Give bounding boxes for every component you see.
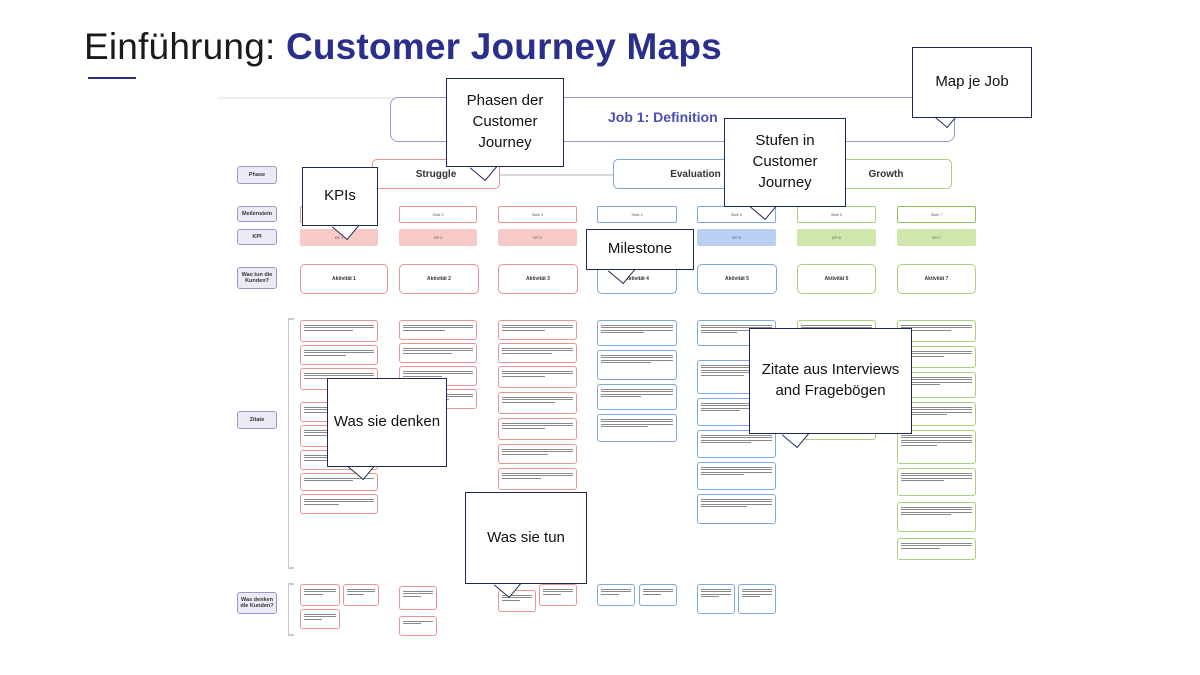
quote-card <box>897 430 976 464</box>
thought-card <box>597 584 635 606</box>
thought-card <box>399 616 437 636</box>
thoughts-bracket-cap <box>288 634 294 636</box>
quote-card <box>498 392 577 414</box>
quote-card <box>897 402 976 426</box>
activity-6: Aktivität 6 <box>797 264 876 294</box>
activity-3: Aktivität 3 <box>498 264 578 294</box>
rowlabel-phase: Phase <box>237 166 277 184</box>
quote-card <box>597 384 677 410</box>
activity-5: Aktivität 5 <box>697 264 777 294</box>
thought-card <box>697 584 735 614</box>
callout-thinking: Was sie denken <box>327 378 447 467</box>
kpi-3: KPI 3 <box>498 229 577 246</box>
quote-card <box>697 462 776 490</box>
stage-7: Stufe 7 <box>897 206 976 223</box>
callout-quotes: Zitate aus Interviews and Fragebögen <box>749 328 912 434</box>
quote-card <box>498 468 577 490</box>
quote-card <box>897 538 976 560</box>
rowlabel-quotes: Zitate <box>237 411 277 429</box>
quote-card <box>300 494 378 514</box>
quote-card <box>498 366 577 388</box>
callout-doing: Was sie tun <box>465 492 587 584</box>
callout-phases: Phasen der Customer Journey <box>446 78 564 167</box>
quotes-bracket-cap <box>288 318 294 320</box>
job-title: Job 1: Definition <box>608 109 718 125</box>
quote-card <box>897 320 976 342</box>
quote-card <box>498 418 577 440</box>
stage-2: Stufe 2 <box>399 206 477 223</box>
thought-card <box>399 586 437 610</box>
stage-3: Stufe 3 <box>498 206 577 223</box>
stage-4: Stufe 4 <box>597 206 677 223</box>
quote-card <box>399 343 477 363</box>
quote-card <box>597 350 677 380</box>
kpi-1: KPI 1 <box>300 229 378 246</box>
thought-card <box>343 584 379 606</box>
callout-stages: Stufen in Customer Journey <box>724 118 846 207</box>
stage-6: Stufe 6 <box>797 206 876 223</box>
thought-card <box>539 584 577 606</box>
title-prefix: Einführung: <box>84 26 286 67</box>
kpi-7: KPI 7 <box>897 229 976 246</box>
rowlabel-activity: Was tun die Kunden? <box>237 267 277 289</box>
activity-1: Aktivität 1 <box>300 264 388 294</box>
thoughts-bracket-cap <box>288 583 294 585</box>
quote-card <box>300 345 378 365</box>
quotes-bracket-cap <box>288 567 294 569</box>
quote-card <box>300 473 378 491</box>
activity-2: Aktivität 2 <box>399 264 479 294</box>
quote-card <box>897 502 976 532</box>
quote-card <box>697 430 776 458</box>
slide-title: Einführung: Customer Journey Maps <box>84 26 722 68</box>
quotes-bracket <box>288 318 289 568</box>
thought-card <box>300 584 340 606</box>
thoughts-bracket <box>288 583 289 635</box>
kpi-6: KPI 6 <box>797 229 876 246</box>
quote-card <box>498 444 577 464</box>
title-underline <box>88 77 136 79</box>
quote-card <box>498 320 577 340</box>
kpi-5: KPI 5 <box>697 229 776 246</box>
quote-card <box>597 414 677 442</box>
thought-card <box>639 584 677 606</box>
quote-card <box>697 494 776 524</box>
thought-card <box>300 609 340 629</box>
quote-card <box>897 468 976 496</box>
rowlabel-kpi: KPI <box>237 229 277 245</box>
rowlabel-milestone: Meilenstein <box>237 206 277 222</box>
phase-connector <box>500 174 613 176</box>
rowlabel-thoughts: Was denken die Kunden? <box>237 592 277 614</box>
title-main: Customer Journey Maps <box>285 26 722 67</box>
activity-7: Aktivität 7 <box>897 264 976 294</box>
callout-milestone: Milestone <box>586 229 694 270</box>
kpi-2: KPI 2 <box>399 229 477 246</box>
quote-card <box>597 320 677 346</box>
quote-card <box>498 343 577 363</box>
callout-map-per-job: Map je Job <box>912 47 1032 118</box>
quote-card <box>399 320 477 340</box>
thought-card <box>738 584 776 614</box>
callout-kpis: KPIs <box>302 167 378 226</box>
quote-card <box>300 320 378 342</box>
